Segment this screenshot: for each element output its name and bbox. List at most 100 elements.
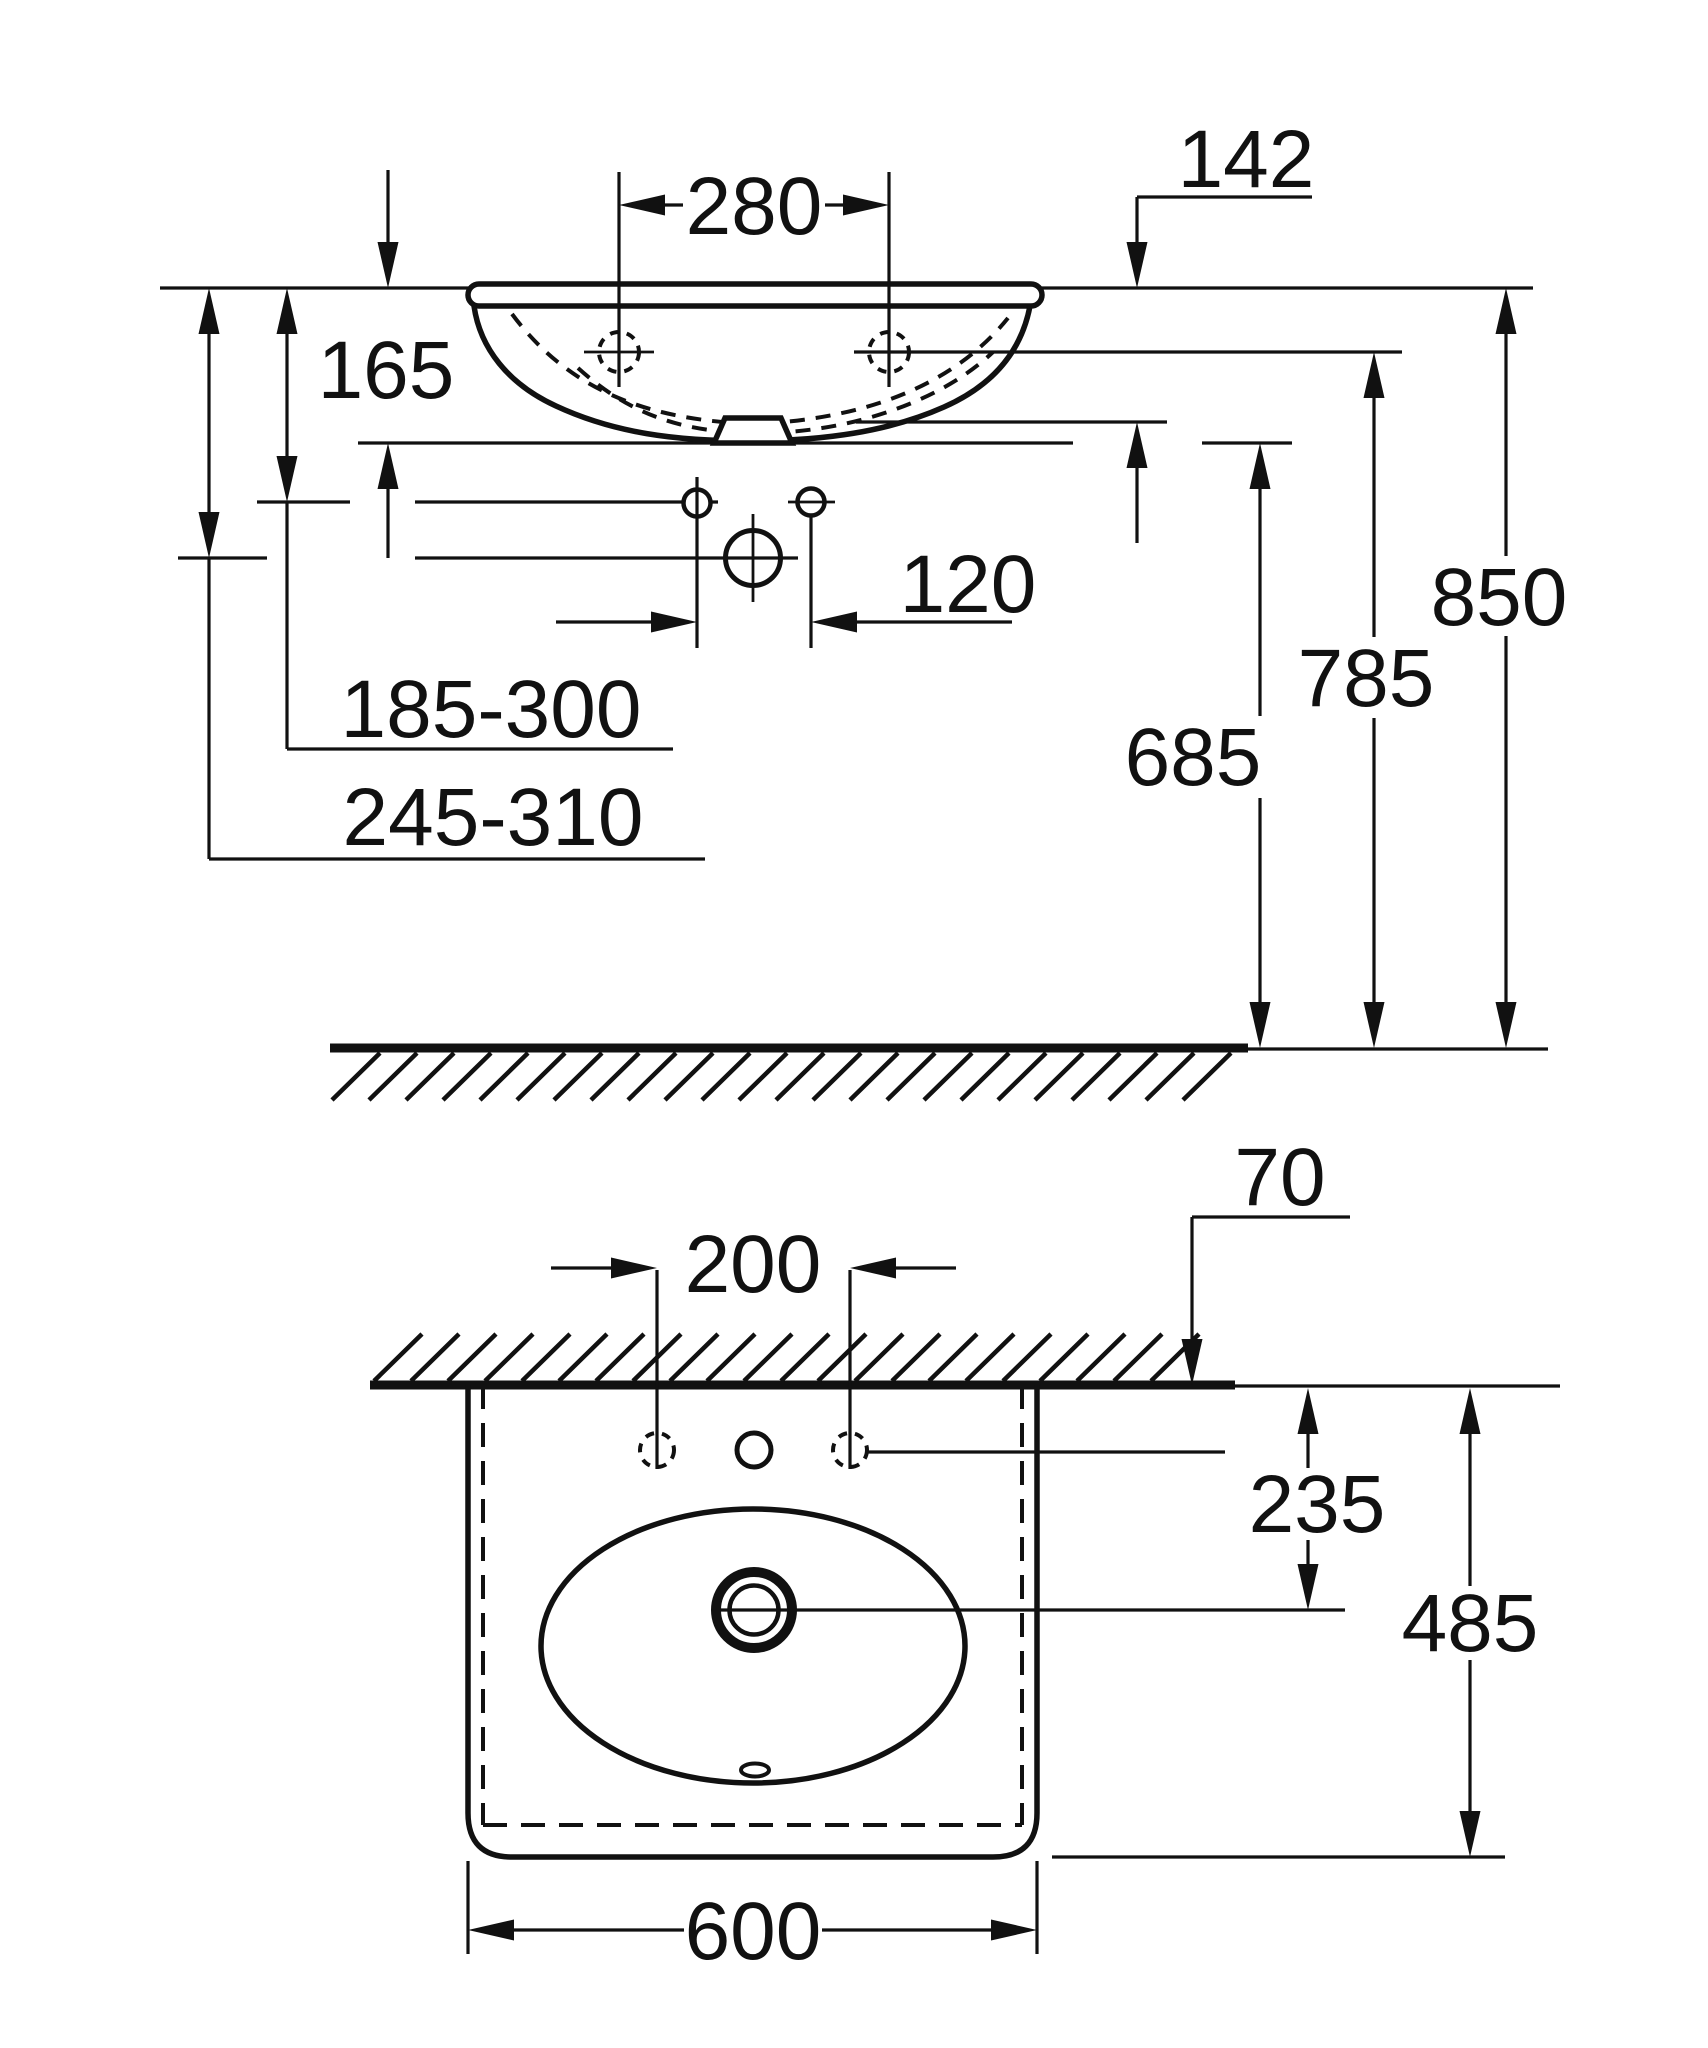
hatch-stroke: [705, 1332, 757, 1383]
hatch-stroke: [811, 1051, 863, 1102]
bowl-plan-outline: [538, 1506, 968, 1786]
hatch-stroke: [594, 1332, 646, 1383]
basin-plan-outline: [465, 1385, 1040, 1860]
arrow-245-bottom: [198, 512, 220, 558]
drain-boss: [709, 415, 797, 446]
wall-hatch: [372, 1332, 1201, 1383]
arrow-142-bottom: [1126, 422, 1148, 468]
hatch-stroke: [996, 1051, 1048, 1102]
arrow-120-right: [811, 611, 857, 633]
bowl-inner-edge-dashed: [510, 312, 1010, 427]
hatch-stroke: [1112, 1332, 1164, 1383]
dim-label-200: 200: [685, 1219, 822, 1310]
dim-label-850: 850: [1431, 552, 1568, 643]
hatch-stroke: [589, 1051, 641, 1102]
arrow-185-bottom: [276, 456, 298, 502]
arrow-165-top: [377, 242, 399, 288]
hatch-stroke: [372, 1332, 424, 1383]
hatch-stroke: [668, 1332, 720, 1383]
dim-label-142: 142: [1178, 114, 1315, 205]
hatch-stroke: [367, 1051, 419, 1102]
hatch-stroke: [404, 1051, 456, 1102]
plan-tap-hole-left: [638, 1431, 676, 1469]
dim-label-785: 785: [1298, 633, 1435, 724]
dim-label-245-310: 245-310: [343, 772, 644, 863]
dim-label-235: 235: [1249, 1459, 1386, 1550]
hatch-stroke: [478, 1051, 530, 1102]
hatch-stroke: [483, 1332, 535, 1383]
hatch-stroke: [1144, 1051, 1196, 1102]
floor-hatch: [330, 1051, 1233, 1102]
hatch-stroke: [552, 1051, 604, 1102]
arrow-485-top: [1459, 1388, 1481, 1434]
hatch-stroke: [853, 1332, 905, 1383]
dim-label-685: 685: [1125, 712, 1262, 803]
hatch-stroke: [922, 1051, 974, 1102]
drain-inner-ring: [727, 1583, 781, 1637]
hatch-stroke: [446, 1332, 498, 1383]
overflow-slot: [739, 1761, 771, 1779]
hatch-stroke: [964, 1332, 1016, 1383]
hatch-stroke: [557, 1332, 609, 1383]
hatch-stroke: [626, 1051, 678, 1102]
hatch-stroke: [927, 1332, 979, 1383]
hatch-stroke: [1001, 1332, 1053, 1383]
hatch-stroke: [330, 1051, 382, 1102]
plan-view: 70 200 235 485: [370, 1132, 1560, 1977]
dim-label-185-300: 185-300: [341, 664, 642, 755]
hatch-stroke: [1181, 1051, 1233, 1102]
dim-label-600: 600: [685, 1886, 822, 1977]
hatch-stroke: [441, 1051, 493, 1102]
plan-tap-hole-right: [831, 1431, 869, 1469]
hatch-stroke: [663, 1051, 715, 1102]
hatch-stroke: [1038, 1332, 1090, 1383]
arrow-685-top: [1249, 443, 1271, 489]
hatch-stroke: [409, 1332, 461, 1383]
arrow-185-top: [276, 288, 298, 334]
arrow-600-right: [991, 1919, 1037, 1941]
hatch-stroke: [742, 1332, 794, 1383]
plan-center-hole: [734, 1430, 774, 1470]
hatch-stroke: [885, 1051, 937, 1102]
hatch-stroke: [1075, 1332, 1127, 1383]
arrow-685-bottom: [1249, 1002, 1271, 1048]
hatch-stroke: [959, 1051, 1011, 1102]
dim-label-165: 165: [318, 325, 455, 416]
arrow-280-right: [843, 194, 889, 216]
arrow-785-bottom: [1363, 1002, 1385, 1048]
dim-label-120: 120: [900, 539, 1037, 630]
arrow-850-bottom: [1495, 1002, 1517, 1048]
hatch-stroke: [515, 1051, 567, 1102]
hatch-stroke: [774, 1051, 826, 1102]
dim-label-280: 280: [686, 161, 823, 252]
arrow-785-top: [1363, 352, 1385, 398]
hatch-stroke: [700, 1051, 752, 1102]
arrow-120-left: [651, 611, 697, 633]
arrow-235-bottom: [1297, 1564, 1319, 1610]
hatch-stroke: [1070, 1051, 1122, 1102]
arrow-200-left: [611, 1257, 657, 1279]
hatch-stroke: [520, 1332, 572, 1383]
hatch-stroke: [816, 1332, 868, 1383]
arrow-70: [1181, 1339, 1203, 1385]
hatch-stroke: [737, 1051, 789, 1102]
hatch-stroke: [890, 1332, 942, 1383]
hatch-stroke: [848, 1051, 900, 1102]
arrow-142-top: [1126, 242, 1148, 288]
arrow-165-bottom: [377, 443, 399, 489]
arrow-280-left: [619, 194, 665, 216]
drain-outer-ring: [711, 1567, 797, 1653]
arrow-245-top: [198, 288, 220, 334]
front-view: 280 142 165 245-310 185-300: [160, 114, 1568, 1102]
hatch-stroke: [1107, 1051, 1159, 1102]
arrow-600-left: [468, 1919, 514, 1941]
hatch-stroke: [1033, 1051, 1085, 1102]
arrow-850-top: [1495, 288, 1517, 334]
dim-label-485: 485: [1402, 1578, 1539, 1669]
dim-label-70: 70: [1234, 1132, 1325, 1223]
basin-rim-bar: [465, 281, 1045, 309]
arrow-235-top: [1297, 1388, 1319, 1434]
arrow-200-right: [850, 1257, 896, 1279]
arrow-485-bottom: [1459, 1811, 1481, 1857]
